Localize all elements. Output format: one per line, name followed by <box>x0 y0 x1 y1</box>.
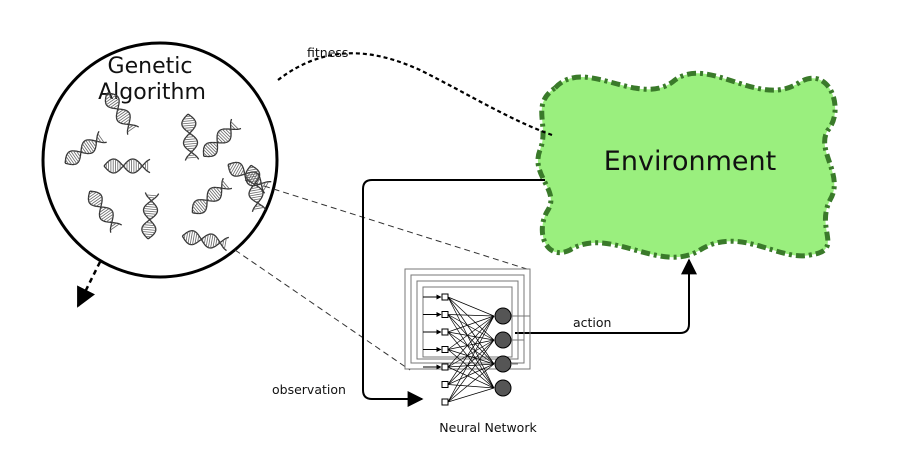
nn-connection <box>447 363 495 403</box>
nn-input-node <box>441 346 449 353</box>
nn-connection <box>447 349 495 389</box>
nn-connection <box>447 296 495 317</box>
nn-output-node <box>494 379 512 397</box>
nn-connection <box>447 331 495 389</box>
nn-connection <box>447 296 495 365</box>
nn-connection <box>447 339 495 385</box>
nn-output-node <box>494 355 512 373</box>
observation-edge <box>362 179 545 407</box>
nn-connection <box>447 339 495 403</box>
dna-icon <box>181 230 230 252</box>
dna-icon <box>103 158 151 174</box>
nn-connection <box>447 349 495 365</box>
ga-output-arrow <box>76 261 102 308</box>
environment-node: Environment <box>535 70 838 260</box>
dna-icon <box>181 113 200 161</box>
genome-projection-line-top <box>244 179 531 271</box>
dna-icon <box>202 118 242 158</box>
action-edge <box>515 258 697 334</box>
nn-connection <box>447 315 495 368</box>
environment-label: Environment <box>604 146 776 177</box>
genetic-algorithm-title-line1: Genetic <box>108 54 193 79</box>
nn-output-node <box>494 331 512 349</box>
genome-projection-line-bottom <box>234 249 411 371</box>
genetic-algorithm-circle <box>41 41 279 279</box>
environment-cloud <box>535 70 838 260</box>
nn-frame-core <box>422 286 513 358</box>
nn-input-node <box>441 328 449 336</box>
nn-connection <box>447 339 495 368</box>
dna-icon <box>191 177 233 215</box>
dna-icon <box>104 92 139 135</box>
nn-connection <box>447 331 495 341</box>
nn-input-node <box>441 363 449 371</box>
nn-connection <box>447 363 495 368</box>
nn-input-node <box>441 381 449 388</box>
action-label: action <box>573 315 611 330</box>
nn-connection <box>447 366 495 389</box>
nn-connection <box>447 363 495 385</box>
fitness-edge <box>277 52 553 137</box>
nn-connection <box>447 314 495 389</box>
nn-connection <box>447 315 495 385</box>
dna-icon <box>87 190 122 233</box>
nn-frame-mid <box>410 274 525 364</box>
nn-frame-outer <box>404 268 531 370</box>
nn-output-node <box>494 307 512 325</box>
observation-label: observation <box>272 382 346 397</box>
dna-icon <box>141 192 160 240</box>
nn-connection <box>447 339 495 350</box>
genetic-algorithm-title-line2: Algorithm <box>98 80 206 105</box>
nn-frame-inner <box>416 280 519 360</box>
genetic-algorithm-node: Genetic Algorithm <box>41 41 279 308</box>
nn-connection <box>447 296 495 341</box>
neural-network-node: Neural Network <box>404 268 537 435</box>
nn-connection <box>447 314 495 341</box>
fitness-label: fitness <box>307 45 348 60</box>
nn-connection <box>447 387 495 403</box>
nn-connection <box>447 384 495 389</box>
nn-connection <box>447 315 495 333</box>
nn-connection <box>447 315 495 350</box>
nn-input-node <box>441 311 449 318</box>
nn-connection <box>447 314 495 365</box>
nn-input-node <box>441 293 449 301</box>
nn-input-node <box>441 398 449 406</box>
nn-connection <box>447 331 495 365</box>
nn-connection <box>447 314 495 317</box>
neural-network-label: Neural Network <box>439 420 537 435</box>
nn-connection <box>447 315 495 403</box>
nn-connection <box>447 296 495 389</box>
dna-icon <box>64 131 107 166</box>
dna-strands <box>64 92 272 252</box>
dna-icon <box>227 161 272 194</box>
